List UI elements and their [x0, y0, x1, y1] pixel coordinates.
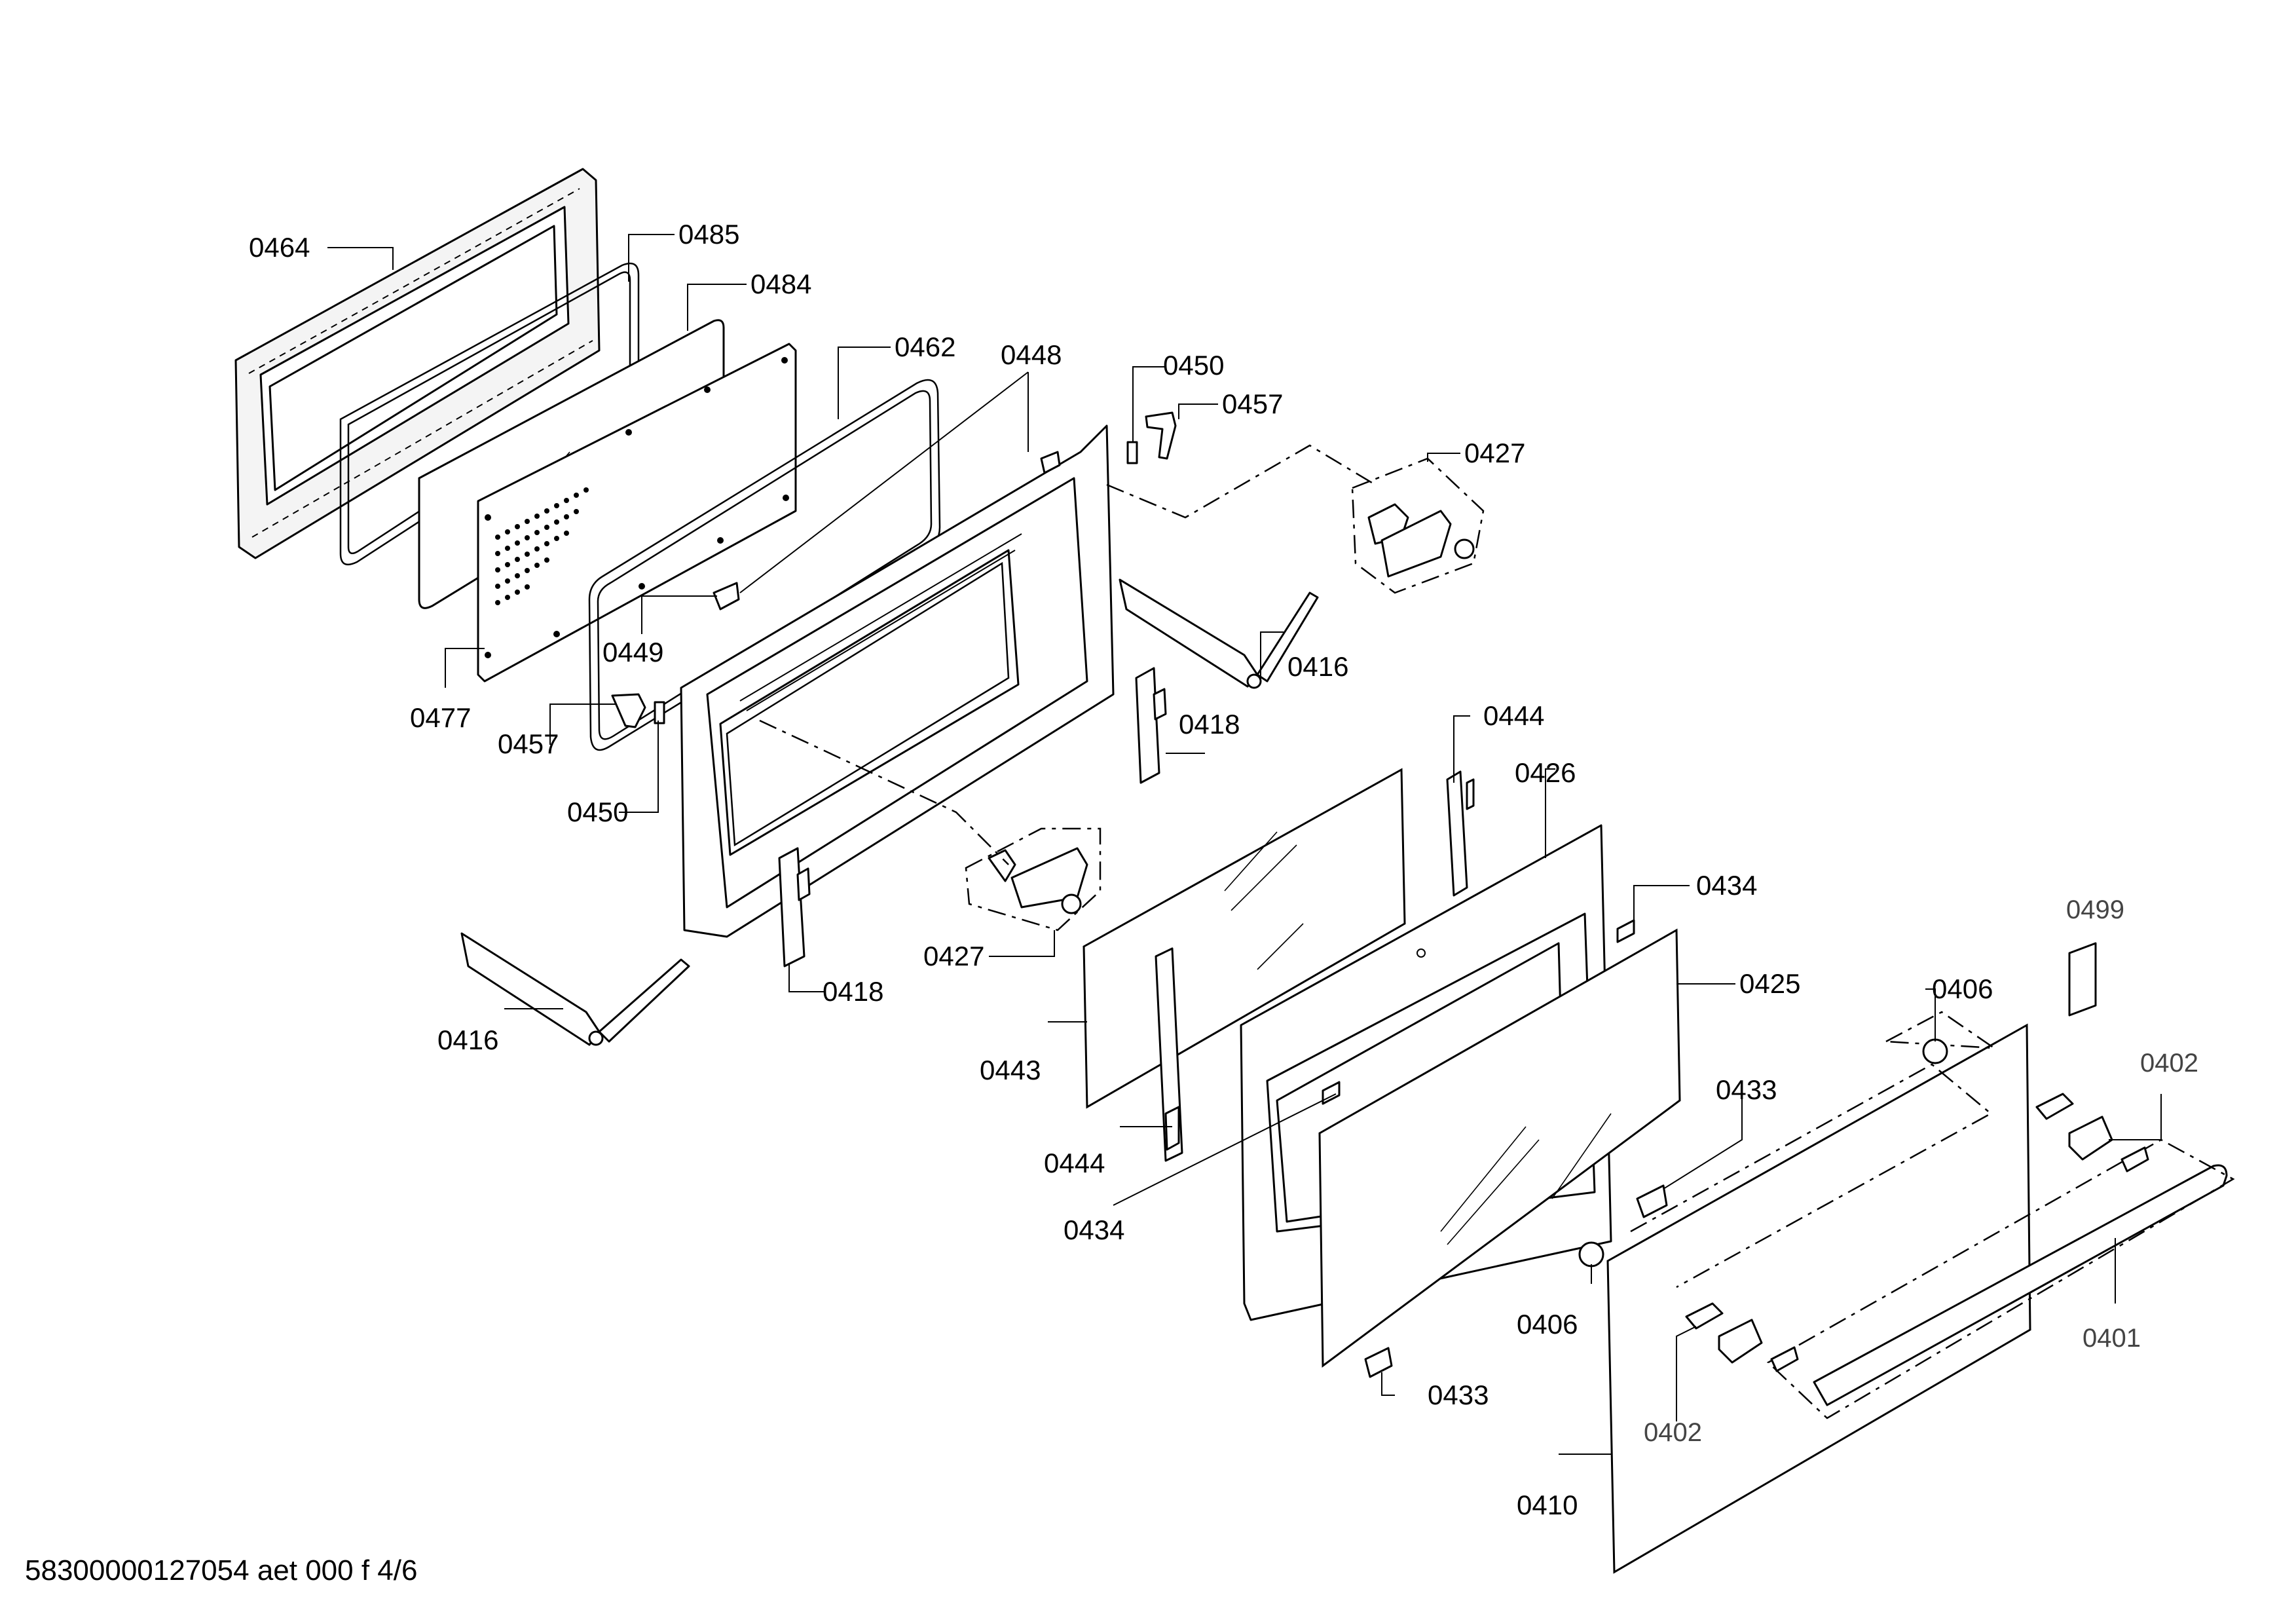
label-0416-right: 0416 — [1287, 651, 1348, 682]
label-0434-bottom: 0434 — [1064, 1214, 1124, 1245]
part-0416-right-hinge — [1119, 578, 1319, 689]
part-0464-frame — [234, 168, 601, 559]
centerline-top — [1106, 444, 1376, 519]
label-0448: 0448 — [1001, 339, 1062, 370]
part-0450-top-spacer — [1126, 441, 1138, 464]
part-0433-top-clip — [1636, 1184, 1668, 1218]
part-0425-glass — [1318, 928, 1681, 1368]
part-0457-top-bracket — [1145, 411, 1177, 460]
label-0485: 0485 — [678, 219, 739, 250]
label-0464: 0464 — [249, 232, 310, 263]
label-0444-top: 0444 — [1483, 700, 1544, 731]
part-0402-right-holders — [2035, 1093, 2149, 1173]
part-0427-top-lock — [1351, 457, 1485, 594]
label-0457-top: 0457 — [1222, 388, 1283, 419]
label-0433-top: 0433 — [1716, 1074, 1777, 1105]
leader-lines — [327, 234, 2162, 1455]
part-number-labels: 0464 0485 0484 0462 0448 0450 0457 0427 … — [249, 219, 2198, 1520]
part-0427-mid-lock — [965, 827, 1102, 931]
label-0401: 0401 — [2083, 1324, 2141, 1353]
label-0449: 0449 — [602, 637, 663, 667]
label-0450-top: 0450 — [1163, 350, 1224, 381]
label-0434-right: 0434 — [1696, 870, 1757, 901]
part-0444-bottom-spacer — [1155, 947, 1183, 1162]
label-0427-mid: 0427 — [923, 941, 984, 971]
label-0457-left: 0457 — [498, 728, 559, 759]
part-0448-clip — [1040, 451, 1061, 474]
part-0449-clip — [713, 582, 740, 610]
label-0484: 0484 — [750, 269, 811, 299]
part-0450-left-spacer — [654, 701, 665, 724]
part-0477-panel — [477, 343, 797, 683]
label-0418-left: 0418 — [823, 976, 883, 1007]
label-0499: 0499 — [2066, 895, 2124, 924]
part-0402-bottom-holders — [1685, 1302, 1799, 1372]
label-0425: 0425 — [1739, 968, 1800, 999]
centerline-mid — [759, 719, 1009, 865]
label-0410: 0410 — [1517, 1490, 1578, 1520]
label-0406-bottom: 0406 — [1517, 1309, 1578, 1340]
label-0433-bottom: 0433 — [1428, 1379, 1489, 1410]
part-0499-label — [2068, 942, 2097, 1017]
perforation-dots — [495, 487, 589, 605]
part-0444-top-spacer — [1446, 770, 1475, 897]
part-0457-left-bracket — [611, 693, 646, 728]
part-0401-handle — [1766, 1138, 2235, 1419]
label-0444-bottom: 0444 — [1044, 1148, 1105, 1178]
label-0426: 0426 — [1515, 757, 1576, 788]
label-0402-right: 0402 — [2140, 1049, 2198, 1078]
part-0434-right-clip — [1616, 919, 1635, 943]
label-0427-top: 0427 — [1464, 438, 1525, 468]
drawing-reference-footer: 58300000127054 aet 000 f 4/6 — [25, 1554, 417, 1586]
part-0418-right-bracket — [1135, 667, 1167, 784]
part-0418-left-bracket — [778, 847, 811, 967]
part-door-inner-frame — [680, 424, 1115, 938]
label-0477: 0477 — [410, 702, 471, 733]
part-0406-bottom-pin — [1578, 1241, 1604, 1267]
label-0443: 0443 — [980, 1055, 1041, 1085]
label-0416-left: 0416 — [437, 1024, 498, 1055]
label-0402-bottom: 0402 — [1644, 1418, 1702, 1447]
part-0410-outer-glass — [1606, 1023, 2031, 1574]
part-0416-left-hinge — [460, 932, 690, 1046]
part-0433-bottom-clip — [1364, 1347, 1393, 1378]
label-0450-left: 0450 — [567, 797, 628, 827]
label-0462: 0462 — [895, 331, 955, 362]
label-0418-right: 0418 — [1179, 709, 1240, 740]
label-0406-top: 0406 — [1932, 973, 1993, 1004]
